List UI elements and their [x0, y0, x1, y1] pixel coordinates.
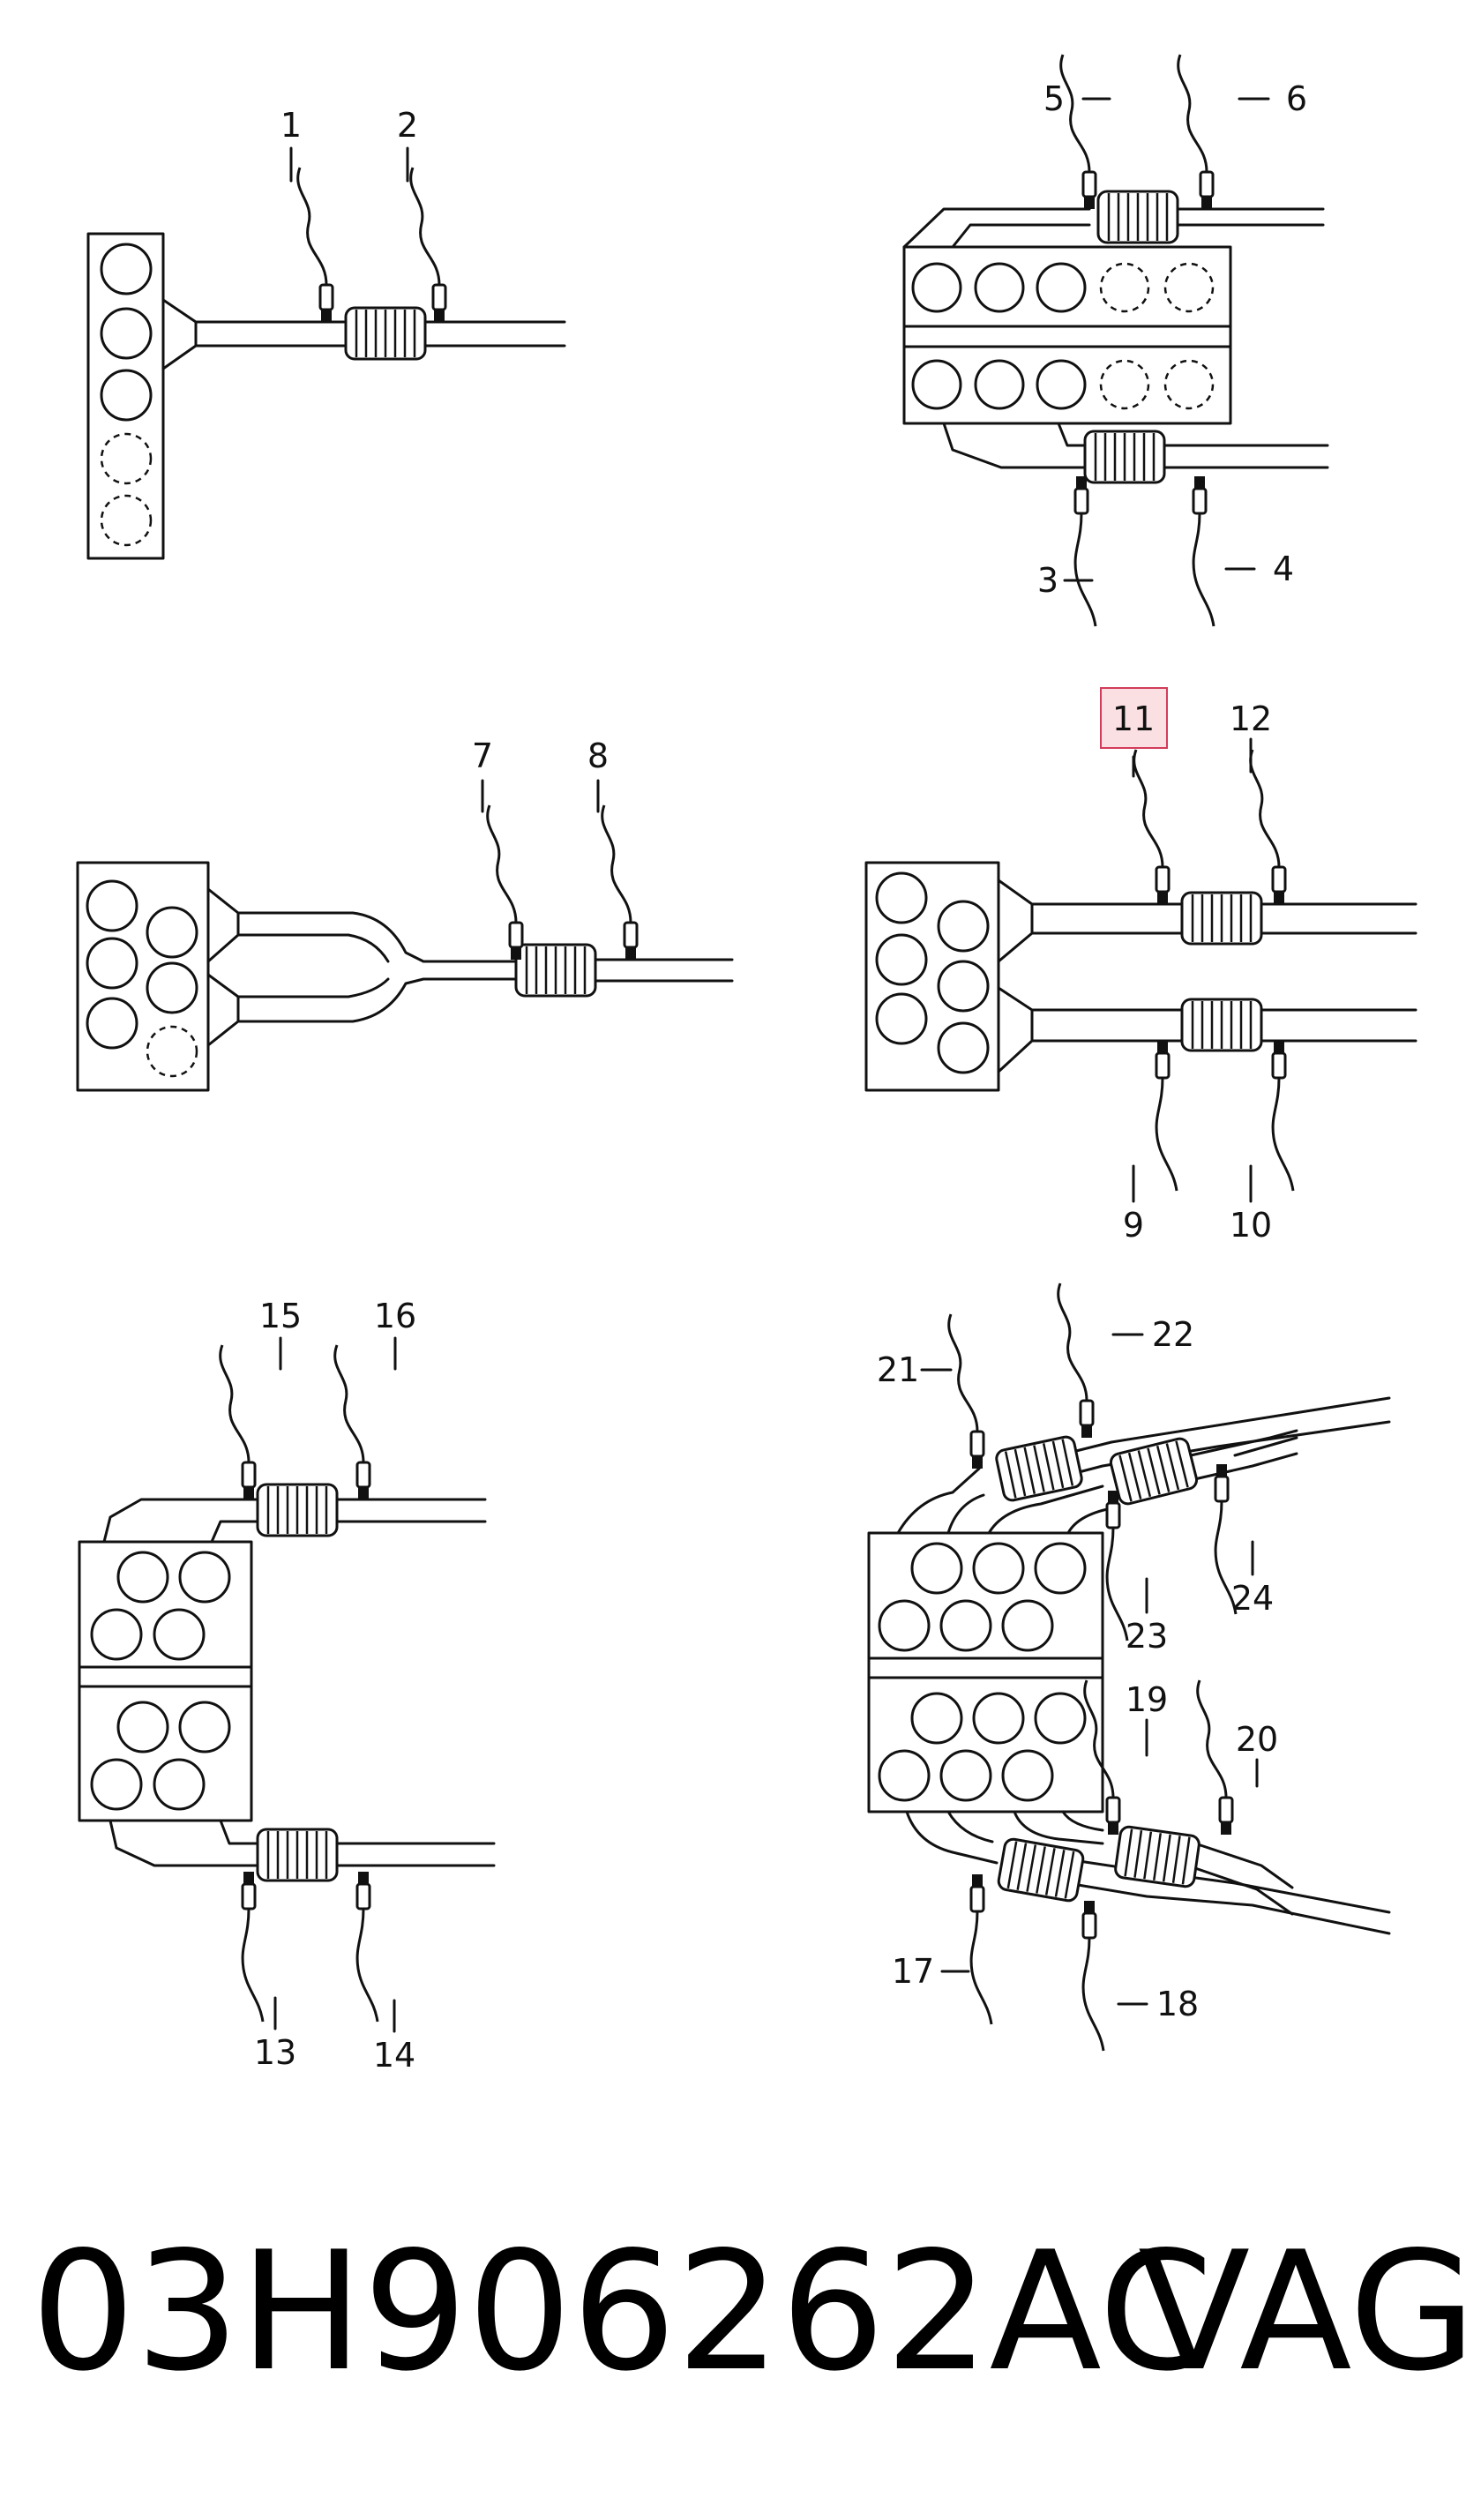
label-10: 10	[1230, 1164, 1272, 1245]
svg-text:13: 13	[254, 2033, 296, 2072]
diagram-inline-engine	[86, 166, 566, 560]
label-18: 18	[1117, 1985, 1199, 2023]
svg-text:18: 18	[1156, 1985, 1199, 2023]
label-17: 17	[892, 1952, 970, 1991]
svg-text:20: 20	[1236, 1720, 1278, 1759]
svg-text:19: 19	[1126, 1680, 1168, 1719]
svg-text:9: 9	[1123, 1206, 1144, 1245]
svg-text:23: 23	[1126, 1617, 1168, 1656]
svg-text:6: 6	[1286, 79, 1307, 118]
label-9: 9	[1123, 1164, 1144, 1245]
label-3: 3	[1037, 561, 1094, 600]
svg-text:11: 11	[1112, 699, 1155, 738]
svg-text:14: 14	[373, 2036, 415, 2075]
svg-text:17: 17	[892, 1952, 934, 1991]
svg-text:8: 8	[587, 737, 609, 775]
label-14: 14	[373, 1999, 415, 2075]
label-19: 19	[1126, 1680, 1168, 1757]
label-15: 15	[259, 1297, 302, 1371]
svg-text:10: 10	[1230, 1206, 1272, 1245]
svg-text:21: 21	[877, 1350, 919, 1389]
svg-text:16: 16	[374, 1297, 416, 1335]
svg-text:22: 22	[1152, 1315, 1194, 1354]
diagram-vr6-single-cat	[76, 804, 734, 1092]
label-13: 13	[254, 1996, 296, 2072]
label-23: 23	[1126, 1577, 1168, 1656]
label-4: 4	[1224, 550, 1294, 588]
label-20: 20	[1236, 1720, 1278, 1788]
label-22: 22	[1111, 1315, 1194, 1354]
diagram-v-engine-two-cats	[902, 53, 1329, 628]
label-5: 5	[1043, 79, 1111, 118]
diagram-vr6-two-cats	[864, 748, 1417, 1193]
svg-text:7: 7	[472, 737, 493, 775]
label-24: 24	[1231, 1540, 1274, 1618]
label-1: 1	[280, 106, 302, 183]
label-8: 8	[587, 737, 609, 813]
part-number: 03H906262AC	[31, 2216, 1213, 2407]
svg-text:3: 3	[1037, 561, 1058, 600]
svg-text:4: 4	[1273, 550, 1294, 588]
svg-text:1: 1	[280, 106, 302, 145]
label-7: 7	[472, 737, 493, 813]
svg-text:5: 5	[1043, 79, 1065, 118]
diagram-v8-two-cats	[78, 1343, 496, 2023]
label-11: 11	[1100, 687, 1168, 778]
svg-text:12: 12	[1230, 699, 1272, 738]
label-12: 12	[1230, 699, 1272, 774]
diagram-v12-four-cats	[867, 1282, 1391, 2053]
label-21: 21	[877, 1350, 953, 1389]
label-6: 6	[1238, 79, 1307, 118]
svg-text:15: 15	[259, 1297, 302, 1335]
brand-name: VAG	[1138, 2216, 1466, 2407]
label-16: 16	[374, 1297, 416, 1371]
label-2: 2	[397, 106, 418, 183]
svg-text:2: 2	[397, 106, 418, 145]
svg-text:24: 24	[1231, 1579, 1274, 1618]
